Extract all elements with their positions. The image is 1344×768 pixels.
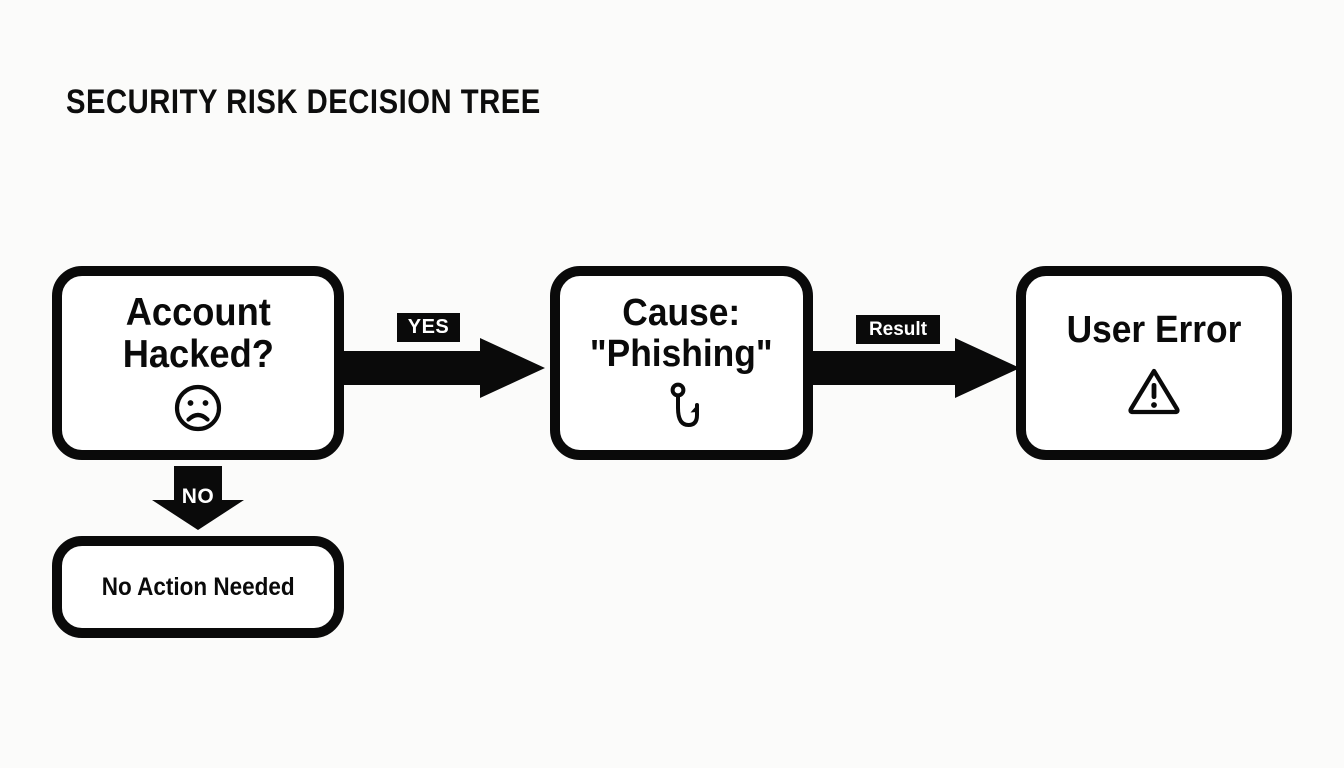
- node-account-hacked-label: Account Hacked?: [122, 292, 273, 375]
- edge-label-no: NO: [181, 485, 215, 508]
- arrow-yes: [340, 338, 545, 398]
- page-title: SECURITY RISK DECISION TREE: [66, 83, 541, 121]
- node-cause-phishing-line-1: Cause:: [622, 292, 741, 335]
- node-cause-phishing-line-2: "Phishing": [590, 332, 773, 375]
- node-account-hacked[interactable]: Account Hacked?: [52, 266, 344, 460]
- node-no-action-needed-line-1: No Action Needed: [101, 572, 295, 601]
- node-user-error-label: User Error: [1066, 308, 1242, 351]
- edge-label-yes: YES: [397, 313, 460, 342]
- node-account-hacked-line-1: Account: [125, 291, 271, 335]
- node-user-error[interactable]: User Error: [1016, 266, 1292, 460]
- arrow-no: [152, 466, 244, 530]
- frowning-face-icon: [172, 382, 224, 434]
- node-no-action-needed-label: No Action Needed: [102, 574, 295, 601]
- node-account-hacked-line-2: Hacked?: [122, 332, 274, 376]
- node-user-error-line-1: User Error: [1066, 308, 1242, 351]
- warning-triangle-icon: [1125, 364, 1183, 416]
- node-cause-phishing-label: Cause: "Phishing": [590, 293, 773, 374]
- node-cause-phishing[interactable]: Cause: "Phishing": [550, 266, 813, 460]
- node-no-action-needed[interactable]: No Action Needed: [52, 536, 344, 638]
- fish-hook-icon: [659, 381, 705, 433]
- arrow-result: [810, 338, 1020, 398]
- edge-label-result: Result: [856, 315, 940, 344]
